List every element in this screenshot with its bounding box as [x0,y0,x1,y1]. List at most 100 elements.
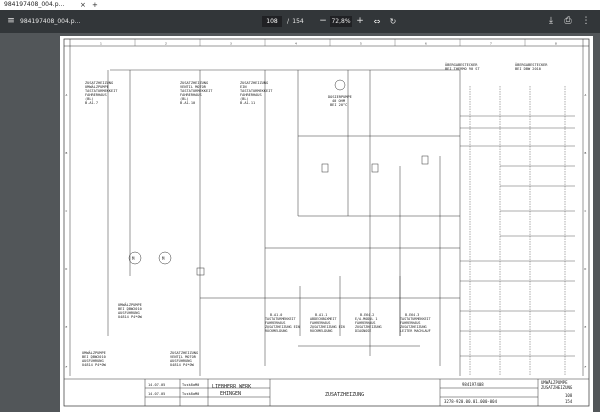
row-d: D [66,267,68,271]
left-bottom2-3: AUSFÜHRUNG [82,358,104,363]
company-2: EHINGEN [220,391,241,397]
bottom-2-l2: FAHRERHAUS [310,321,330,325]
block-2-title: ZUSATZHEIZUNG [180,81,208,85]
row-d-right: D [585,267,587,271]
bottom-2-ref: B.A1.1 [315,313,327,317]
bottom-3-ref: B.E64.2 [360,313,374,317]
ventil-bottom-4: U4814 P4*0W [170,363,195,367]
bottom-4-ref: B.E64.3 [405,313,419,317]
block-1-line-4: (BL) [85,97,94,101]
relay-symbol-3 [421,155,429,165]
row-f-right: F [585,365,587,369]
date-2: 14.07.05 [148,392,165,396]
block-2-ref: B.A1.10 [180,101,195,105]
relay-symbol-2 [371,163,379,173]
block-1-title: ZUSATZHEIZUNG [85,81,113,85]
browser-tab-bar: 984197408_004.p... × + [0,0,600,10]
column-2: 2 [165,42,167,46]
zoom-in-icon[interactable]: + [356,16,364,26]
pump-motor-symbol [128,251,142,265]
relay-symbol [321,163,329,173]
drawing-title: ZUSATZHEIZUNG [325,392,364,398]
bottom-2-l3: ZUSATZHEIZUNG EIN [310,325,345,329]
block-3-line-2: TASTATURMEKKEIT [240,89,273,93]
block-1-line-1: UMWÄLZPUMPE [85,84,109,89]
block-1-ref: B.A1.7 [85,101,98,105]
row-e-right: E [585,325,587,329]
right-header-2: BEI THERMO 90 ST [445,67,480,71]
right-header-4: BEI DBW 2010 [515,67,541,71]
pdf-page: 1 2 3 4 5 6 7 8 A B C D E F A B C D E F [60,36,593,412]
row-b-right: B [585,151,587,155]
left-bottom-2: BEI DBW2010 [118,307,142,311]
company-1: LIEBHERR WERK [212,384,251,390]
print-icon[interactable]: ⎙ [564,16,572,26]
drawing-number: 3278-920.00.01.000-004 [444,399,498,404]
left-bottom-1: UMWÄLZPUMPE [118,302,142,307]
right-header-3: ÜBERGABESTECKER [515,62,548,67]
svg-text:M: M [162,256,165,261]
column-1: 1 [100,42,102,46]
page-total: 154 [292,18,304,25]
rotate-icon[interactable]: ↻ [389,17,397,26]
left-bottom-3: AUSFÜHRUNG [118,310,140,315]
tab-title[interactable]: 984197408_004.p... [4,1,65,8]
sheet-number: 108 [565,393,573,398]
block-2-line-4: (BL) [180,97,189,101]
schematic-drawing: 1 2 3 4 5 6 7 8 A B C D E F A B C D E F [63,38,590,407]
menu-icon[interactable]: ≡ [7,16,15,26]
name-1: Tusk8aM0 [182,383,199,387]
valve-symbol [196,267,205,276]
row-e: E [66,325,68,329]
ventil-bottom-2: VENTIL MOTOR [170,355,197,359]
row-f: F [66,365,68,369]
block-3-title: ZUSATZHEIZUNG [240,81,268,85]
bottom-1-l4: RÜCKMELDUNG [265,328,287,333]
left-bottom2-4: U4814 P4*0W [82,363,107,367]
doser-label-3: BEI 20°C [330,103,347,107]
title-right-1: UMWÄLZPUMPE [541,380,568,385]
column-4: 4 [295,42,297,46]
block-1-line-3: FAHRERHAUS [85,93,107,97]
block-1-line-2: TASTATURMEKKEIT [85,89,118,93]
svg-text:M: M [132,256,135,261]
close-tab-icon[interactable]: × [80,1,86,9]
bottom-4-l4: LEITER MACHLAUF [400,329,431,333]
sheet-total: 154 [565,399,573,404]
doc-number: 984197408 [462,382,484,387]
more-icon[interactable]: ⋮ [581,16,591,26]
bottom-3-l3: ZUSATZHEIZUNG [355,325,382,329]
bottom-3-l4: DIAGNOSE [355,329,371,333]
bottom-1-l1: TASTATURMEKKEIT [265,317,296,321]
name-2: Tusk8aM0 [182,392,199,396]
left-bottom-4: U4814 P4*0W [118,315,143,319]
row-a-right: A [585,93,587,97]
date-1: 14.07.05 [148,383,165,387]
bottom-2-l4: RÜCKMELDUNG [310,328,332,333]
pdf-toolbar: ≡ 984197408_004.p... / 154 − 72,8% + ⇔ ↻… [0,10,600,33]
new-tab-icon[interactable]: + [92,1,98,9]
column-8: 8 [555,42,557,46]
column-3: 3 [230,42,232,46]
bottom-1-ref: B.A1.0 [270,313,282,317]
bottom-3-l2: FAHRERHAUS [355,321,375,325]
fit-page-icon[interactable]: ⇔ [373,17,381,26]
zoom-out-icon[interactable]: − [319,16,327,26]
zoom-level[interactable]: 72,8% [330,16,352,27]
title-right-2: ZUSATZHEIZUNG [541,385,573,390]
row-a: A [66,93,68,97]
download-icon[interactable]: ⤓ [549,16,553,26]
column-6: 6 [425,42,427,46]
bottom-1-l3: ZUSATZHEIZUNG EIN [265,325,300,329]
pump-motor-symbol-2 [158,251,172,265]
bottom-4-l2: FAHRERHAUS [400,321,420,325]
row-c-right: C [585,209,587,213]
block-3-ref: B.A1.11 [240,101,255,105]
file-name: 984197408_004.p... [20,18,80,25]
doser-label-1: DOSIERPUMPE [328,95,352,99]
column-5: 5 [360,42,362,46]
ventil-bottom-3: AUSFÜHRUNG [170,358,192,363]
row-c: C [66,209,68,213]
page-number-input[interactable] [262,16,282,27]
left-bottom2-2: BEI DBW2010 [82,355,106,359]
